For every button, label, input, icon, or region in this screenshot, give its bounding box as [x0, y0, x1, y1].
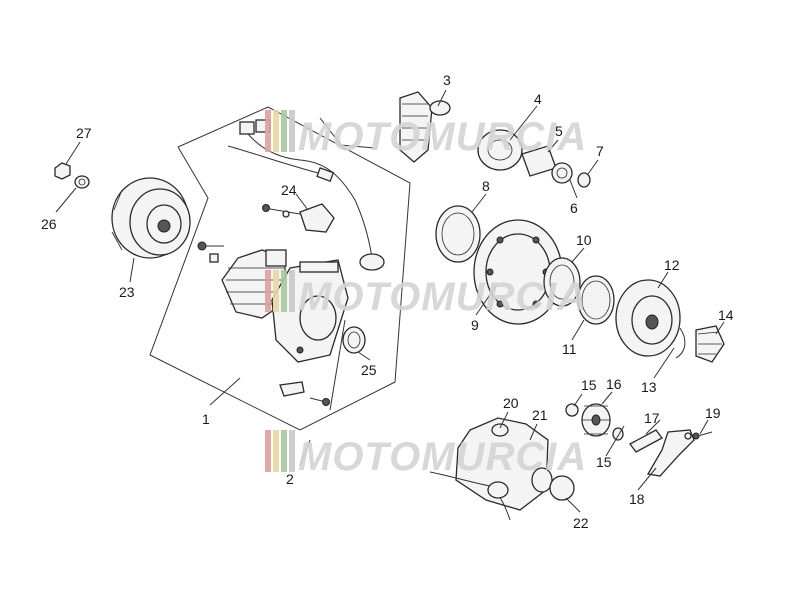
watermark-flag-green [281, 270, 287, 312]
callout-6: 6 [570, 200, 578, 216]
starter-idler-gear [399, 91, 451, 163]
watermark-flag-gray [289, 270, 295, 312]
callout-11: 11 [562, 341, 577, 357]
watermark-flag-green [281, 430, 287, 472]
watermark-flag-yellow [273, 110, 279, 152]
callout-labels: 1 2 3 4 5 6 7 8 9 10 11 12 13 14 15 15 1… [41, 72, 734, 531]
watermark-flag-gray [289, 430, 295, 472]
stator-plate [271, 259, 349, 363]
watermark-flag-red [265, 110, 271, 152]
one-way-clutch [615, 279, 725, 363]
callout-3: 3 [443, 72, 451, 88]
callout-17: 17 [644, 410, 660, 426]
callout-1: 1 [202, 411, 210, 427]
callout-26: 26 [41, 216, 57, 232]
callout-24: 24 [281, 182, 297, 198]
watermark-flag-green [281, 110, 287, 152]
callout-21: 21 [532, 407, 548, 423]
callout-13: 13 [641, 379, 657, 395]
watermark-flag-yellow [273, 430, 279, 472]
starter-motor-assembly [429, 417, 575, 521]
callout-15b: 15 [596, 454, 612, 470]
watermark-text: MOTOMURCIA [298, 115, 587, 159]
callout-25: 25 [361, 362, 377, 378]
nut-and-washer [54, 162, 90, 189]
watermark-flag-yellow [273, 270, 279, 312]
watermark-bottom: MOTOMURCIA [265, 430, 587, 479]
starter-shaft-parts [477, 129, 591, 188]
callout-20: 20 [503, 395, 519, 411]
callout-15a: 15 [581, 377, 597, 393]
callout-16: 16 [606, 376, 622, 392]
watermark-middle: MOTOMURCIA [265, 270, 587, 319]
callout-14: 14 [718, 307, 734, 323]
watermark-top: MOTOMURCIA [265, 110, 587, 159]
flywheel-rotor [111, 177, 191, 259]
watermark-text: MOTOMURCIA [298, 275, 587, 319]
callout-12: 12 [664, 257, 680, 273]
needle-bearing [543, 257, 615, 325]
callout-10: 10 [576, 232, 592, 248]
callout-4: 4 [534, 91, 542, 107]
callout-27: 27 [76, 125, 92, 141]
pickup-coil [262, 203, 335, 233]
callout-19: 19 [705, 405, 721, 421]
callout-5: 5 [555, 123, 563, 139]
callout-8: 8 [482, 178, 490, 194]
watermark-flag-red [265, 430, 271, 472]
starter-ring-gear [473, 219, 563, 325]
callout-23: 23 [119, 284, 135, 300]
callout-9: 9 [471, 317, 479, 333]
callout-2: 2 [286, 471, 294, 487]
thrust-washer [435, 205, 481, 263]
cable-clamp [279, 381, 330, 406]
oil-seal [342, 326, 366, 354]
watermark-text: MOTOMURCIA [298, 435, 587, 479]
kick-gear-parts [565, 403, 713, 477]
callout-18: 18 [629, 491, 645, 507]
leader-lines [55, 89, 725, 513]
callout-7: 7 [596, 143, 604, 159]
wiring-harness [227, 119, 385, 271]
watermark-flag-red [265, 270, 271, 312]
callout-22: 22 [573, 515, 589, 531]
watermark-flag-gray [289, 110, 295, 152]
